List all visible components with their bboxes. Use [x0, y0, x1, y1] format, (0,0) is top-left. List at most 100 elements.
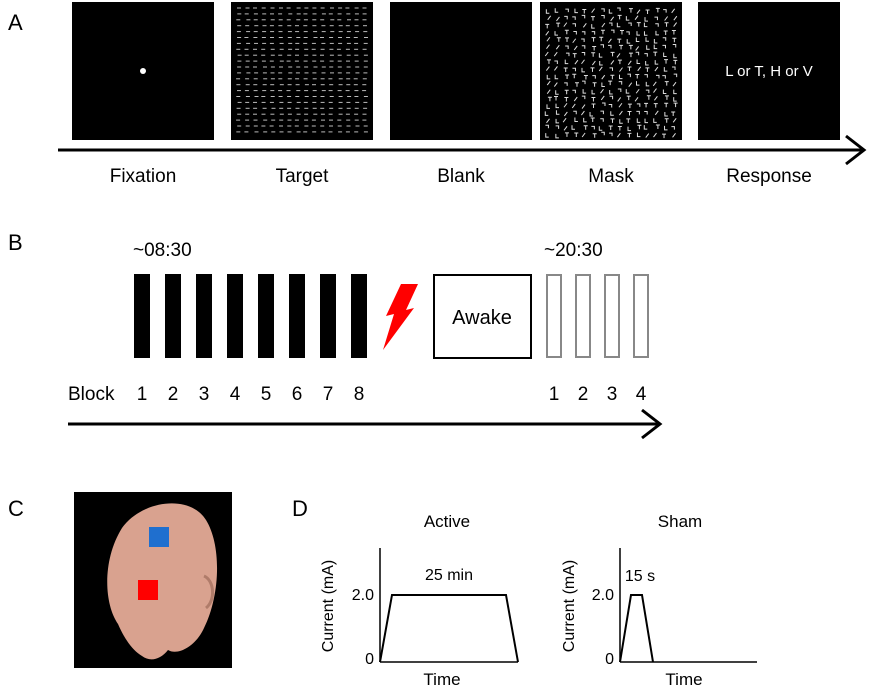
texture-glyph	[673, 22, 678, 27]
texture-glyph	[571, 125, 576, 130]
texture-glyph	[646, 95, 651, 100]
texture-glyph	[636, 59, 641, 65]
texture-glyph	[572, 16, 576, 20]
texture-glyph	[653, 51, 658, 57]
texture-glyph	[626, 39, 631, 44]
texture-glyph	[601, 102, 606, 107]
texture-glyph	[600, 95, 605, 101]
head-model	[74, 492, 232, 668]
texture-glyph	[553, 82, 558, 87]
head-shape	[107, 503, 218, 660]
texture-glyph	[546, 74, 551, 80]
texture-glyph	[644, 111, 648, 115]
texture-glyph	[555, 90, 559, 95]
texture-glyph	[565, 74, 570, 79]
label-mask: Mask	[588, 166, 634, 187]
texture-glyph	[636, 132, 641, 138]
texture-glyph	[600, 88, 604, 94]
texture-glyph	[645, 9, 650, 14]
texture-glyph	[545, 23, 550, 29]
texture-glyph	[564, 89, 569, 95]
texture-glyph	[663, 52, 667, 58]
texture-glyph	[601, 8, 605, 12]
texture-glyph	[601, 74, 606, 80]
current-waveform	[619, 594, 654, 663]
texture-glyph	[563, 125, 568, 131]
texture-glyph	[673, 15, 678, 21]
block-number: 7	[323, 384, 334, 405]
texture-glyph	[591, 96, 596, 102]
texture-glyph	[582, 23, 587, 28]
texture-glyph	[628, 82, 633, 87]
texture-glyph	[627, 73, 631, 78]
block-number: 1	[549, 384, 560, 405]
texture-glyph	[617, 59, 622, 65]
texture-glyph	[616, 132, 621, 138]
texture-glyph	[617, 38, 622, 44]
texture-glyph	[574, 8, 578, 14]
texture-glyph	[609, 95, 614, 100]
texture-glyph	[645, 133, 650, 138]
texture-glyph	[610, 60, 615, 65]
block-bar	[320, 274, 336, 358]
block-number: 5	[261, 384, 272, 405]
texture-glyph	[672, 117, 677, 123]
texture-glyph	[673, 89, 677, 95]
texture-glyph	[664, 102, 669, 108]
electrode-blue	[149, 527, 169, 547]
texture-glyph	[590, 117, 595, 122]
texture-glyph	[653, 88, 657, 93]
texture-glyph	[554, 8, 559, 13]
texture-glyph	[591, 24, 595, 29]
texture-glyph	[563, 111, 568, 117]
texture-glyph	[618, 102, 623, 108]
texture-glyph	[572, 23, 576, 27]
texture-glyph	[609, 67, 613, 71]
texture-glyph	[554, 95, 559, 101]
texture-glyph	[672, 66, 676, 71]
texture-glyph	[546, 44, 550, 49]
texture-glyph	[608, 125, 613, 130]
block-number: 3	[607, 384, 618, 405]
texture-glyph	[635, 37, 640, 43]
texture-glyph	[643, 22, 648, 28]
texture-glyph	[636, 118, 641, 123]
texture-glyph	[610, 118, 615, 123]
texture-glyph	[573, 110, 577, 115]
texture-glyph	[655, 7, 660, 13]
texture-glyph	[573, 31, 577, 35]
texture-glyph	[600, 29, 605, 35]
texture-glyph	[610, 29, 615, 34]
texture-glyph	[664, 125, 668, 131]
texture-glyph	[610, 111, 614, 116]
texture-glyph	[555, 125, 560, 129]
texture-glyph	[592, 82, 597, 87]
y-tick-bottom: 0	[365, 651, 374, 668]
texture-glyph	[608, 9, 613, 14]
texture-glyph	[554, 74, 559, 80]
texture-glyph	[582, 8, 587, 14]
y-tick-top: 2.0	[592, 587, 614, 604]
texture-glyph	[664, 95, 669, 100]
texture-glyph	[581, 38, 585, 43]
texture-glyph	[573, 96, 578, 102]
texture-glyph	[600, 44, 604, 48]
texture-glyph	[564, 59, 569, 65]
texture-glyph	[592, 45, 597, 51]
texture-glyph	[590, 67, 595, 72]
texture-glyph	[581, 52, 586, 56]
texture-glyph	[619, 74, 623, 80]
texture-glyph	[644, 118, 649, 124]
texture-glyph	[582, 80, 586, 85]
block-bar	[351, 274, 367, 358]
texture-glyph	[544, 111, 549, 116]
texture-glyph	[627, 103, 632, 109]
panel-a-letter: A	[8, 10, 23, 35]
time-before: ~08:30	[133, 240, 192, 261]
texture-glyph	[619, 44, 624, 50]
texture-glyph	[610, 51, 615, 57]
texture-glyph	[546, 118, 550, 124]
texture-glyph	[545, 133, 549, 138]
texture-glyph	[626, 31, 630, 35]
block-number: 4	[230, 384, 241, 405]
